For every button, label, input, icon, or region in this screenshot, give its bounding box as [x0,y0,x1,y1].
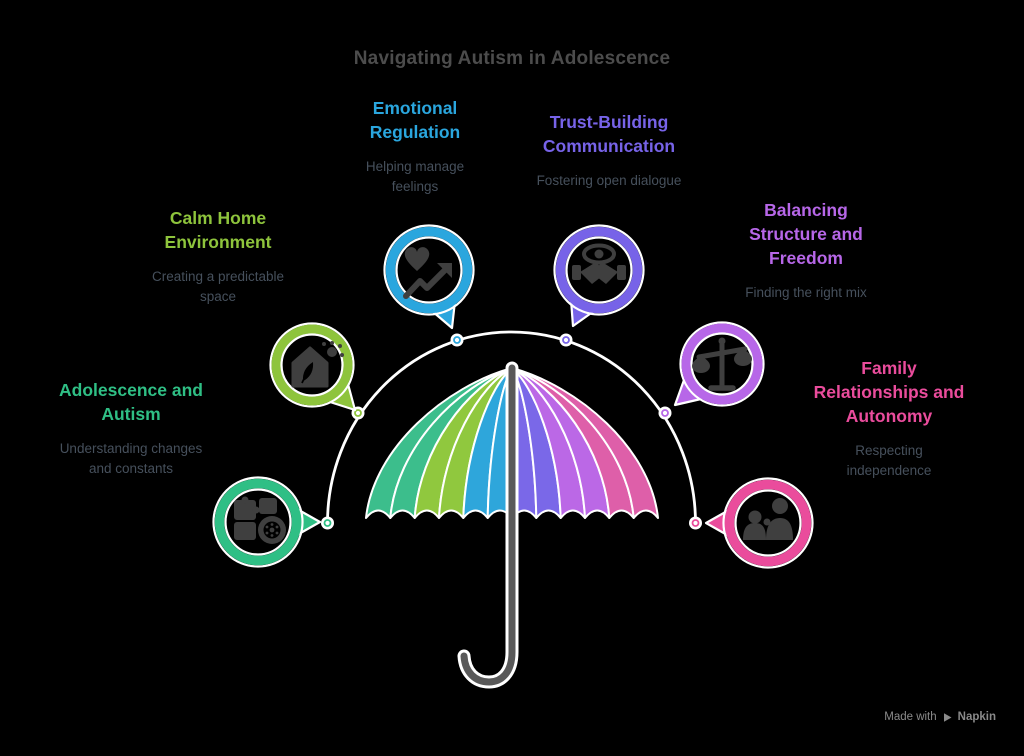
puzzle-clock-icon [234,496,286,544]
topic-calm-home: Calm Home Environment Creating a predict… [108,206,328,307]
bubble-adolescence-autism [212,476,322,568]
made-with-badge: Made with Napkin [884,711,996,723]
topic-desc: Respecting independence [846,443,932,478]
heart-trend-icon [403,247,452,299]
topic-balancing: Balancing Structure and Freedom Finding … [696,198,916,303]
connector-dot-family [689,516,702,530]
bubble-emotional-regulation [383,224,475,330]
connector-dot-trust [559,333,573,347]
topic-family: Family Relationships and Autonomy Respec… [774,356,1004,481]
umbrella-panel [511,367,659,519]
house-leaf-sun-icon [291,341,344,388]
napkin-brand: Napkin [957,711,996,723]
connector-dot-emotional [450,333,464,347]
topic-desc: Fostering open dialogue [536,173,682,188]
connector-dot-balancing [658,406,672,420]
topic-desc: Creating a predictable space [151,269,285,304]
connector-arc [326,330,697,524]
topic-label: Adolescence and Autism [59,380,203,424]
topic-label: Emotional Regulation [369,98,461,142]
umbrella-handle [457,361,519,689]
napkin-logo-icon [943,712,952,722]
bubble-calm-home [269,322,357,412]
made-with-label: Made with [884,711,937,723]
topic-desc: Finding the right mix [745,285,867,300]
bubble-trust-building [553,224,645,328]
topic-emotional-regulation: Emotional Regulation Helping manage feel… [305,96,525,197]
family-figures-icon [743,498,793,540]
connector-dot-adolescence [321,516,334,530]
topic-adolescence-autism: Adolescence and Autism Understanding cha… [16,378,246,479]
topic-label: Trust-Building Communication [542,112,676,156]
topic-desc: Helping manage feelings [365,159,465,194]
bubble-family [704,477,814,569]
eye-handshake-icon [572,243,626,284]
bubble-balancing [673,321,765,407]
topic-desc: Understanding changes and constants [59,441,203,476]
balance-scale-icon [692,337,752,391]
topic-label: Family Relationships and Autonomy [813,358,965,426]
topic-label: Balancing Structure and Freedom [749,200,863,268]
topic-trust-building: Trust-Building Communication Fostering o… [494,110,724,191]
topic-label: Calm Home Environment [164,208,272,252]
page-title: Navigating Autism in Adolescence [353,48,671,69]
